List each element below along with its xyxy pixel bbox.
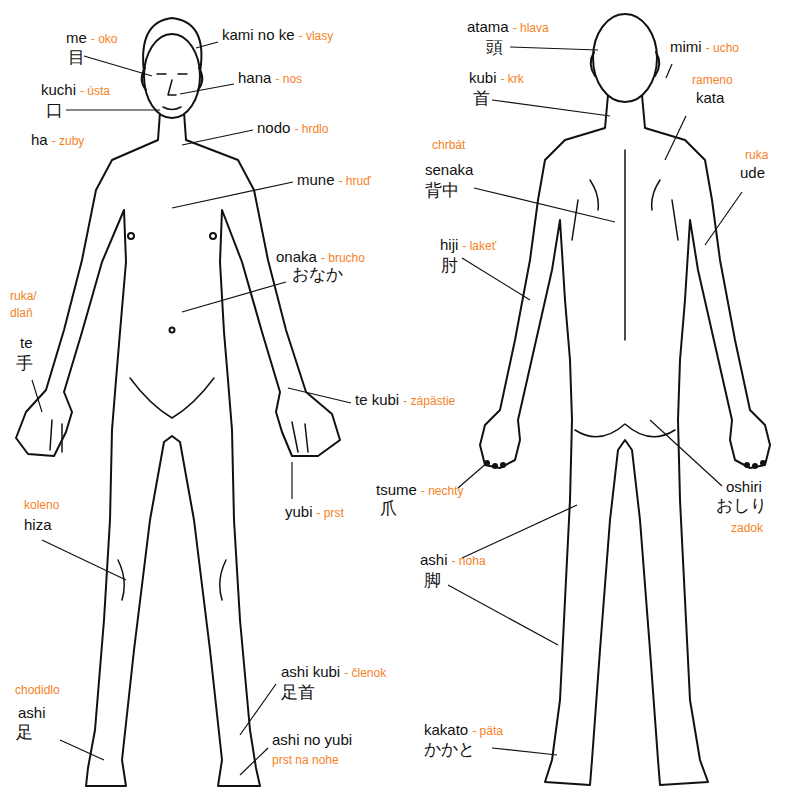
romaji-label: te xyxy=(20,334,33,352)
translation-label: - brucho xyxy=(321,251,365,265)
romaji-label: ashi kubi xyxy=(281,663,340,681)
fingernails xyxy=(484,460,766,469)
translation-label: - hlava xyxy=(513,21,549,35)
romaji-label: yubi xyxy=(285,503,313,521)
back-body-outline xyxy=(480,95,770,785)
romaji-label: ashi xyxy=(18,704,46,722)
translation-label: prst na nohe xyxy=(272,753,339,767)
translation-label: - hruď xyxy=(339,174,371,188)
japanese-script-label: 爪 xyxy=(380,498,397,518)
romaji-label: kami no ke xyxy=(222,26,295,44)
japanese-script-label: 頭 xyxy=(486,37,503,57)
translation-label: - lakeť xyxy=(462,239,496,253)
japanese-script-label: 脚 xyxy=(424,570,441,590)
translation-label: - vlasy xyxy=(299,29,334,43)
front-body-outline xyxy=(16,112,340,786)
translation-label: - noha xyxy=(452,554,486,568)
romaji-label: kakato xyxy=(424,721,468,739)
translation-label: - nechty xyxy=(421,484,464,498)
japanese-script-label: 口 xyxy=(46,100,63,120)
back-details xyxy=(572,150,678,437)
romaji-label: nodo xyxy=(257,119,290,137)
japanese-script-label: 肘 xyxy=(441,255,458,275)
translation-label: chodidlo xyxy=(15,683,60,697)
front-details xyxy=(50,378,308,600)
romaji-label: kata xyxy=(696,89,724,107)
japanese-script-label: 目 xyxy=(68,47,85,67)
translation-label: ruka/ xyxy=(10,289,37,303)
back-ears xyxy=(591,52,660,76)
translation-label: - zápästie xyxy=(403,394,455,408)
romaji-label: hana xyxy=(238,69,271,87)
japanese-script-label: 背中 xyxy=(425,180,459,200)
translation-label: zadok xyxy=(731,521,763,535)
romaji-label: te kubi xyxy=(355,391,399,409)
romaji-label: tsume xyxy=(376,481,417,499)
translation-label: ruka xyxy=(745,148,768,162)
romaji-label: me xyxy=(66,29,87,47)
japanese-script-label: おなか xyxy=(292,264,343,284)
romaji-label: hiji xyxy=(440,236,458,254)
translation-label: - členok xyxy=(344,666,386,680)
japanese-script-label: 足 xyxy=(16,722,33,742)
translation-label: rameno xyxy=(692,73,733,87)
japanese-script-label: おしり xyxy=(716,495,767,515)
romaji-label: ashi no yubi xyxy=(272,731,352,749)
translation-label: - prst xyxy=(317,506,344,520)
translation-label: - krk xyxy=(501,72,524,86)
romaji-label: kuchi xyxy=(41,81,76,99)
nipple xyxy=(210,233,216,239)
translation-label: koleno xyxy=(24,498,59,512)
front-face xyxy=(157,74,187,110)
romaji-label: atama xyxy=(467,18,509,36)
leader-lines xyxy=(32,42,742,775)
romaji-label: mune xyxy=(297,171,335,189)
romaji-label: ashi xyxy=(420,551,448,569)
back-head xyxy=(593,14,657,102)
front-hair xyxy=(143,18,201,72)
japanese-script-label: 足首 xyxy=(281,682,315,702)
romaji-label: kubi xyxy=(469,69,497,87)
japanese-script-label: 首 xyxy=(473,88,490,108)
translation-label: - oko xyxy=(91,32,118,46)
nipple xyxy=(128,233,134,239)
romaji-label: ude xyxy=(740,164,765,182)
romaji-label: oshiri xyxy=(726,478,762,496)
japanese-script-label: かかと xyxy=(424,739,475,759)
romaji-label: senaka xyxy=(425,161,473,179)
romaji-label: hiza xyxy=(24,516,52,534)
translation-label: - päta xyxy=(472,724,503,738)
romaji-label: ha xyxy=(31,131,48,149)
navel xyxy=(170,328,175,333)
translation-label: - ucho xyxy=(706,41,739,55)
front-head xyxy=(144,34,200,118)
translation-label: - ústa xyxy=(80,84,110,98)
japanese-script-label: 手 xyxy=(16,353,33,373)
front-ears xyxy=(142,68,203,90)
translation-label: - hrdlo xyxy=(294,122,328,136)
translation-label: - nos xyxy=(275,72,302,86)
romaji-label: onaka xyxy=(276,248,317,266)
translation-label: chrbát xyxy=(432,138,465,152)
translation-label: dlaň xyxy=(10,306,33,320)
romaji-label: mimi xyxy=(670,38,702,56)
translation-label: - zuby xyxy=(52,134,85,148)
